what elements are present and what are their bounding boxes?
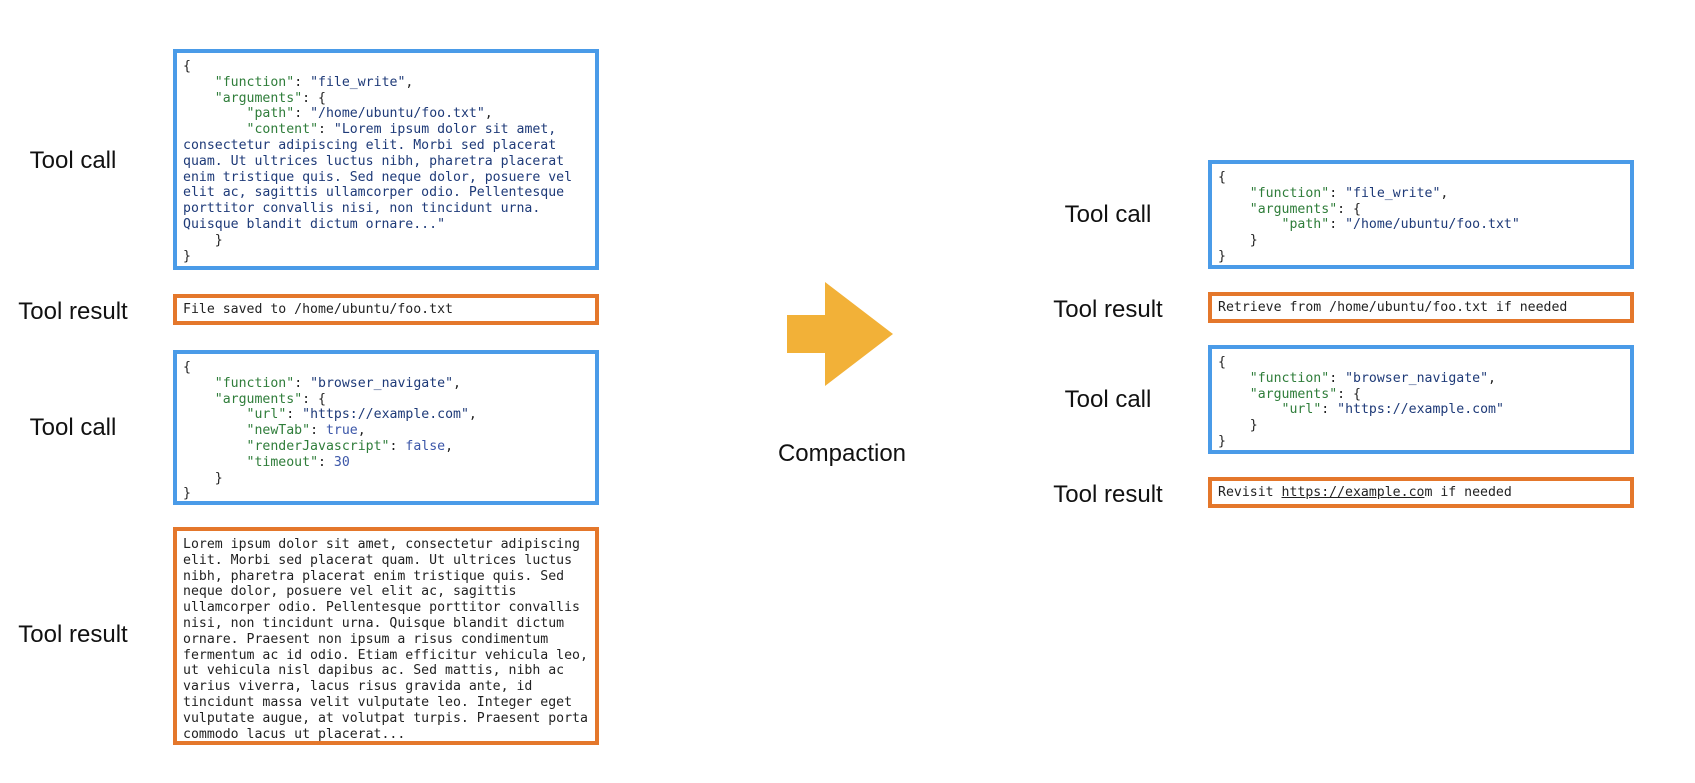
tool-result-box-file-saved: File saved to /home/ubuntu/foo.txt [173, 294, 599, 325]
tool-result-text: File saved to /home/ubuntu/foo.txt [183, 302, 453, 317]
tool-result-box-retrieve: Retrieve from /home/ubuntu/foo.txt if ne… [1208, 292, 1634, 323]
tool-call-label: Tool call [29, 414, 117, 441]
tool-call-label: Tool call [1064, 386, 1152, 413]
tool-call-box-browser-navigate-compacted: { "function": "browser_navigate", "argum… [1208, 345, 1634, 454]
example-link[interactable]: https://example.co [1281, 485, 1425, 500]
tool-call-box-file-write-compacted: { "function": "file_write", "arguments":… [1208, 160, 1634, 269]
tool-call-label: Tool call [1064, 201, 1152, 228]
tool-result-label: Tool result [1053, 296, 1163, 323]
right-arrow-icon [787, 282, 893, 386]
tool-call-label: Tool call [29, 147, 117, 174]
compaction-label: Compaction [777, 440, 907, 467]
tool-call-box-browser-navigate-full: { "function": "browser_navigate", "argum… [173, 350, 599, 505]
tool-result-label: Tool result [1053, 481, 1163, 508]
tool-result-text: Lorem ipsum dolor sit amet, consectetur … [183, 537, 596, 742]
tool-result-text: Retrieve from /home/ubuntu/foo.txt if ne… [1218, 300, 1568, 315]
file-content-value: "Lorem ipsum dolor sit amet, consectetur… [183, 122, 573, 232]
revisit-prefix: Revisit [1218, 485, 1282, 500]
revisit-suffix: m if needed [1424, 485, 1512, 500]
tool-result-box-page-content: Lorem ipsum dolor sit amet, consectetur … [173, 527, 599, 745]
tool-call-box-file-write-full: { "function": "file_write", "arguments":… [173, 49, 599, 270]
tool-result-label: Tool result [18, 298, 128, 325]
tool-result-box-revisit: Revisit https://example.com if needed [1208, 477, 1634, 508]
tool-result-label: Tool result [18, 621, 128, 648]
